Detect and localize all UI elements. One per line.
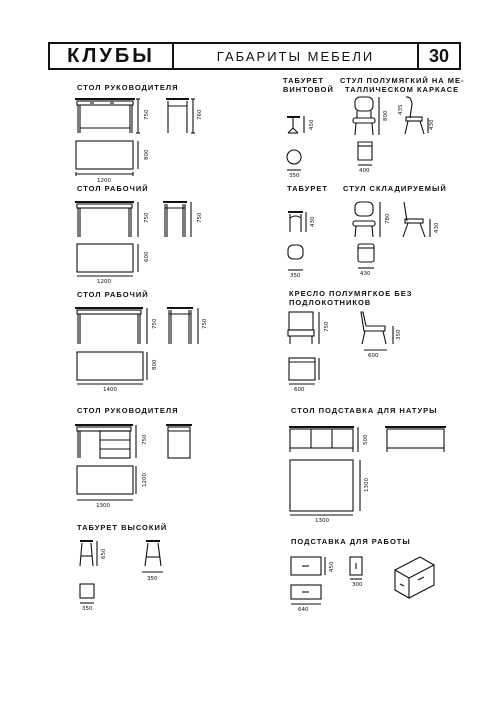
dim-stool-high-height: 650: [101, 548, 107, 559]
dim-desk-work-1-depth: 600: [144, 251, 150, 262]
dim-desk-head-1-depth: 800: [144, 149, 150, 160]
dim-desk-head-1-height: 750: [144, 109, 150, 120]
sheet-subtitle: ГАБАРИТЫ МЕБЕЛИ: [216, 48, 375, 64]
desk-work-1-front: [75, 201, 139, 237]
label-armchair-2: ПОДЛОКОТНИКОВ: [289, 298, 372, 307]
label-desk-work-1: СТОЛ РАБОЧИЙ: [77, 184, 149, 193]
dim-work-stand-width: 640: [298, 607, 309, 613]
desk-head-1-side: [166, 98, 195, 134]
dim-desk-work-2-depth: 800: [152, 359, 158, 370]
chair-folding-front: [352, 201, 381, 238]
dim-desk-work-1-height: 750: [144, 212, 150, 223]
stool-screw-plan: [286, 149, 302, 165]
dim-desk-work-2-width: 1400: [103, 387, 117, 393]
dim-model-stand-height: 500: [363, 434, 369, 445]
armchair-front: [287, 311, 320, 344]
chair-metal-front: [352, 96, 380, 136]
dim-desk-work-1-side-height: 750: [197, 212, 203, 223]
stool-high-plan: [79, 583, 95, 599]
chair-folding-plan: [357, 243, 375, 269]
desk-work-1-side: [163, 201, 192, 237]
work-stand-isometric: [393, 556, 436, 599]
label-stool: ТАБУРЕТ: [287, 184, 328, 193]
chair-metal-plan: [357, 141, 373, 166]
dim-chair-folding-seat: 430: [434, 222, 440, 233]
label-stool-screw-2: ВИНТОВОЙ: [283, 85, 334, 94]
label-work-stand: ПОДСТАВКА ДЛЯ РАБОТЫ: [291, 537, 411, 546]
chair-folding-side: [402, 201, 431, 238]
dim-stool-height: 430: [310, 216, 316, 227]
stool-plan: [287, 244, 304, 260]
dim-stool-high-side: 350: [147, 576, 158, 582]
label-desk-head-1: СТОЛ РУКОВОДИТЕЛЯ: [77, 83, 179, 92]
desk-work-2-front: [75, 307, 148, 344]
desk-work-2-side: [167, 307, 199, 344]
dim-chair-metal-height: 800: [383, 110, 389, 121]
dim-armchair-height: 750: [324, 321, 330, 332]
dim-armchair-width: 600: [294, 387, 305, 393]
dim-chair-metal-seat: 430: [429, 119, 435, 130]
dim-stool-width: 350: [290, 273, 301, 279]
label-stool-screw-1: ТАБУРЕТ: [283, 76, 324, 85]
model-stand-front: [289, 426, 359, 452]
dim-chair-metal-back: 435: [398, 104, 404, 115]
work-stand-front: [290, 556, 326, 576]
dim-stool-screw-height: 450: [309, 119, 315, 130]
dim-desk-head-2-width: 1300: [96, 503, 110, 509]
label-desk-head-2: СТОЛ РУКОВОДИТЕЛЯ: [77, 406, 179, 415]
label-chair-metal-1: СТУЛ ПОЛУМЯГКИЙ НА МЕ-: [340, 76, 465, 85]
armchair-side: [360, 311, 394, 351]
dim-chair-metal-width: 400: [359, 168, 370, 174]
model-stand-plan: [289, 459, 361, 516]
desk-work-2-plan: [76, 351, 148, 385]
desk-head-1-plan: [75, 140, 139, 176]
work-stand-side: [349, 556, 363, 580]
stool-screw-front: [287, 116, 305, 134]
desk-head-2-plan: [76, 465, 137, 501]
dim-desk-work-2-side-height: 750: [202, 318, 208, 329]
stool-high-side: [142, 540, 163, 573]
dim-desk-work-2-height: 750: [152, 318, 158, 329]
dim-armchair-depth: 600: [368, 353, 379, 359]
label-chair-folding: СТУЛ СКЛАДИРУЕМЫЙ: [343, 184, 447, 193]
work-stand-plan: [290, 584, 322, 605]
stool-front: [288, 211, 307, 232]
desk-head-1-front: [75, 98, 140, 134]
dim-chair-folding-height: 780: [385, 213, 391, 224]
dim-model-stand-depth: 1300: [364, 478, 370, 492]
dim-stool-screw-diam: 350: [289, 173, 300, 179]
dim-model-stand-width: 1300: [315, 518, 329, 524]
title-block: КЛУБЫ ГАБАРИТЫ МЕБЕЛИ 30: [48, 42, 461, 70]
label-armchair-1: КРЕСЛО ПОЛУМЯГКОЕ БЕЗ: [289, 289, 413, 298]
desk-head-2-front: [75, 424, 137, 459]
dim-stool-high-width: 350: [82, 606, 93, 612]
dim-desk-head-1-width: 1200: [97, 178, 111, 184]
label-chair-metal-2: ТАЛЛИЧЕСКОМ КАРКАСЕ: [345, 85, 460, 94]
dim-desk-head-2-height: 750: [142, 434, 148, 445]
desk-head-2-side: [166, 424, 192, 459]
armchair-plan: [288, 357, 320, 385]
label-model-stand: СТОЛ ПОДСТАВКА ДЛЯ НАТУРЫ: [291, 406, 438, 415]
dim-desk-work-1-width: 1200: [97, 279, 111, 285]
section-title: КЛУБЫ: [50, 44, 174, 68]
model-stand-side: [385, 426, 446, 452]
dim-work-stand-depth: 300: [352, 582, 363, 588]
page-number: 30: [417, 44, 459, 68]
dim-chair-folding-width: 430: [360, 271, 371, 277]
dim-work-stand-height: 450: [329, 561, 335, 572]
desk-work-1-plan: [76, 243, 139, 277]
dim-desk-head-2-depth: 1200: [142, 473, 148, 487]
stool-high-front: [79, 540, 98, 567]
chair-metal-side: [404, 96, 429, 135]
label-desk-work-2: СТОЛ РАБОЧИЙ: [77, 290, 149, 299]
dim-desk-head-1-side-height: 760: [197, 109, 203, 120]
dim-armchair-seat: 350: [396, 329, 402, 340]
label-stool-high: ТАБУРЕТ ВЫСОКИЙ: [77, 523, 168, 532]
